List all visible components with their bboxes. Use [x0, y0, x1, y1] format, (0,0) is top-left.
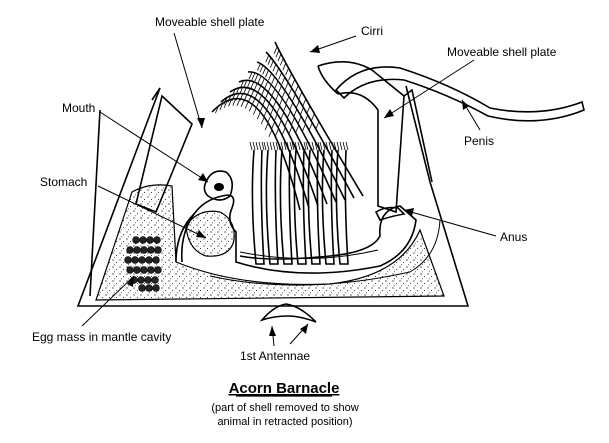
anus	[374, 206, 406, 221]
egg	[147, 246, 155, 254]
label-mouth: Mouth	[62, 101, 95, 115]
label-anus: Anus	[500, 230, 527, 244]
egg	[154, 246, 162, 254]
egg	[151, 276, 159, 284]
first-antennae	[259, 303, 317, 323]
mouth	[203, 170, 234, 201]
pointer-plate-right	[383, 59, 475, 119]
body	[175, 194, 441, 286]
egg	[140, 266, 148, 274]
cirri	[211, 41, 364, 211]
shell-plate-left	[135, 94, 193, 214]
diagram-title: Acorn Barnacle	[229, 380, 340, 397]
cirrus	[211, 97, 301, 211]
subtitle-line-1: (part of shell removed to show	[211, 402, 358, 414]
egg	[133, 246, 141, 254]
egg	[126, 266, 134, 274]
egg	[153, 236, 161, 244]
stomach	[185, 210, 235, 257]
egg	[137, 276, 145, 284]
pointer-stomach	[97, 185, 207, 239]
cirrus	[273, 41, 364, 197]
egg	[139, 236, 147, 244]
egg	[140, 246, 148, 254]
arrowheads	[127, 45, 469, 336]
mantle-cavity	[95, 184, 445, 301]
egg	[126, 246, 134, 254]
cirrus	[265, 51, 355, 199]
label-antennae: 1st Antennae	[240, 349, 310, 363]
egg	[152, 256, 160, 264]
egg	[132, 236, 140, 244]
pointer-anus	[403, 209, 497, 237]
label-stomach: Stomach	[40, 175, 87, 189]
egg	[138, 284, 146, 292]
egg	[147, 266, 155, 274]
short-cirrus	[291, 141, 307, 265]
egg	[145, 284, 153, 292]
label-egg-mass: Egg mass in mantle cavity	[32, 330, 171, 344]
cirrus	[220, 92, 310, 209]
egg	[145, 256, 153, 264]
short-cirrus	[319, 141, 335, 265]
penis	[334, 66, 585, 122]
egg	[144, 276, 152, 284]
pointer-lines	[81, 32, 497, 347]
label-penis: Penis	[464, 134, 494, 148]
retracted-cirri	[249, 141, 349, 265]
shell-plate-right	[317, 61, 433, 214]
short-cirrus	[277, 141, 293, 265]
short-cirrus	[263, 141, 279, 265]
egg	[154, 266, 162, 274]
egg	[146, 236, 154, 244]
label-moveable-plate-left: Moveable shell plate	[155, 15, 265, 29]
label-cirri: Cirri	[361, 24, 383, 38]
label-moveable-plate-right: Moveable shell plate	[447, 45, 557, 59]
short-cirrus	[305, 141, 321, 265]
pointer-plate-left	[173, 32, 203, 129]
egg	[133, 266, 141, 274]
cirrus	[238, 79, 328, 205]
shell-outline	[76, 85, 470, 307]
egg	[124, 256, 132, 264]
egg	[138, 256, 146, 264]
cirrus	[229, 86, 319, 207]
egg	[152, 284, 160, 292]
subtitle-line-2: animal in retracted position)	[217, 416, 352, 428]
pointer-mouth	[99, 111, 209, 183]
short-cirrus	[333, 141, 349, 265]
egg-mass	[124, 236, 162, 292]
pointer-egg-mass	[81, 275, 135, 327]
egg	[131, 256, 139, 264]
short-cirrus	[249, 141, 265, 265]
